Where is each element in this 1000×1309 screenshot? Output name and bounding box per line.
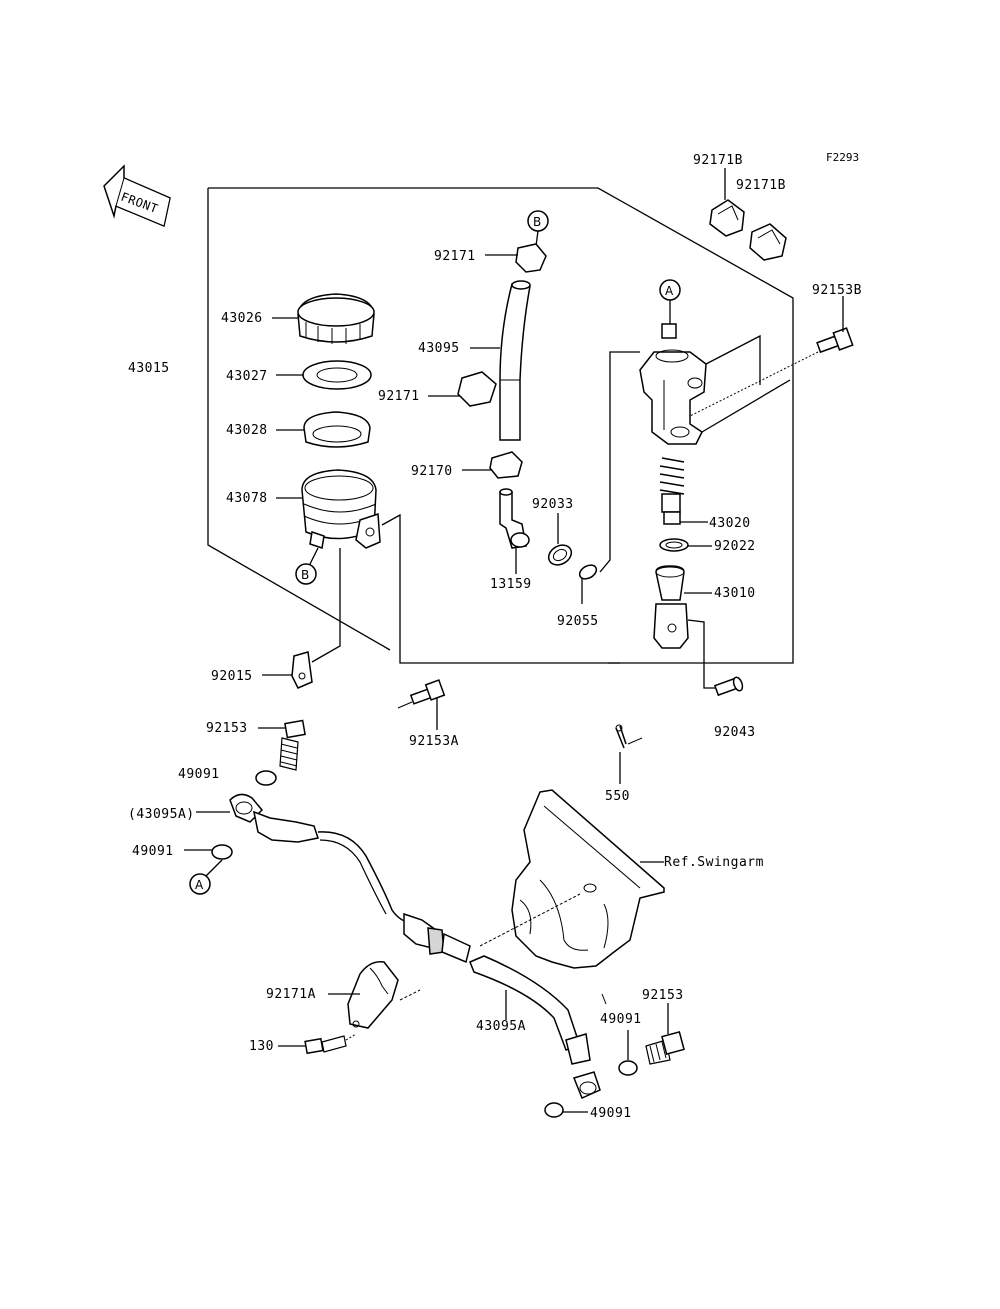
label-49091-c: 49091	[600, 1012, 642, 1027]
pin-92043-icon	[713, 676, 744, 697]
reservoir-43078-icon	[301, 469, 381, 549]
diaphragm-43028-icon	[303, 411, 371, 448]
label-92171a: 92171A	[266, 987, 316, 1002]
label-92033: 92033	[532, 497, 574, 512]
oring-92055-icon	[578, 564, 598, 580]
label-43095a-paren: (43095A)	[128, 807, 195, 822]
label-92055: 92055	[557, 614, 599, 629]
label-92022: 92022	[714, 539, 756, 554]
plate-43027-icon	[302, 360, 372, 390]
washer-49091-c-icon	[618, 1060, 638, 1076]
label-13159: 13159	[490, 577, 532, 592]
circlip-92022-icon	[659, 538, 689, 552]
assembly-frame	[207, 187, 794, 664]
label-43027: 43027	[226, 369, 268, 384]
bolt-130-icon	[304, 1033, 357, 1055]
banjo-fitting-43095a-icon	[229, 793, 319, 843]
swingarm-reference-icon	[511, 789, 665, 969]
label-92170: 92170	[411, 464, 453, 479]
label-43026: 43026	[221, 311, 263, 326]
washer-49091-d-icon	[544, 1102, 564, 1118]
label-92153a: 92153A	[409, 734, 459, 749]
bolt-92153b-icon	[816, 327, 854, 354]
figure-code: F2293	[826, 151, 859, 164]
hose-43095a-icon	[469, 955, 601, 1100]
label-49091-d: 49091	[590, 1106, 632, 1121]
label-92171b-1: 92171B	[693, 153, 743, 168]
banjo-bolt-92153-left-icon	[279, 719, 306, 771]
label-92171b-2: 92171B	[736, 178, 786, 193]
ring-92033-icon	[547, 544, 573, 566]
nut-92015-icon	[291, 651, 313, 689]
label-92153b: 92153B	[812, 283, 862, 298]
pushrod-43010-icon	[653, 565, 689, 649]
label-550: 550	[605, 789, 630, 804]
label-92153-right: 92153	[642, 988, 684, 1003]
label-92153-left: 92153	[206, 721, 248, 736]
label-49091-b: 49091	[132, 844, 174, 859]
washer-49091-a-icon	[255, 770, 277, 786]
clamp-92171b-icon	[709, 199, 787, 261]
callout-a-top-label: A	[665, 284, 674, 298]
label-43010: 43010	[714, 586, 756, 601]
master-cylinder-body-icon	[639, 323, 791, 445]
bolt-92153a-icon	[409, 679, 446, 705]
label-43095a: 43095A	[476, 1019, 526, 1034]
cotter-pin-550-icon	[615, 724, 627, 749]
label-43020: 43020	[709, 516, 751, 531]
label-92043: 92043	[714, 725, 756, 740]
clamp-92171-top-icon	[515, 243, 547, 273]
label-43015: 43015	[128, 361, 170, 376]
reservoir-cap-43026-icon	[297, 293, 375, 344]
label-92171-mid: 92171	[378, 389, 420, 404]
callout-a-bottom	[189, 873, 211, 895]
callout-b-mid	[295, 563, 317, 585]
brake-line-icon	[317, 831, 415, 925]
clamp-92171-mid-icon	[457, 371, 497, 407]
banjo-bolt-92153-right-icon	[645, 1031, 685, 1065]
label-130: 130	[249, 1039, 274, 1054]
callout-b-mid-label: B	[301, 568, 309, 582]
callout-a-bottom-label: A	[195, 878, 204, 892]
label-ref-swingarm: Ref.Swingarm	[664, 855, 764, 870]
reservoir-hose-43095	[499, 280, 531, 441]
washer-49091-b-icon	[211, 844, 233, 860]
label-43028: 43028	[226, 423, 268, 438]
front-arrow-icon: FRONT	[103, 164, 171, 228]
union-fitting-icon	[403, 912, 471, 964]
clamp-92170-icon	[489, 451, 523, 479]
label-49091-a: 49091	[178, 767, 220, 782]
holder-92171a-icon	[347, 961, 399, 1029]
callout-b-top-label: B	[533, 215, 541, 229]
label-92015: 92015	[211, 669, 253, 684]
label-92171-top: 92171	[434, 249, 476, 264]
spring-piston-43020-icon	[659, 457, 685, 525]
label-43078: 43078	[226, 491, 268, 506]
label-43095: 43095	[418, 341, 460, 356]
elbow-fitting-13159-icon	[499, 488, 530, 549]
